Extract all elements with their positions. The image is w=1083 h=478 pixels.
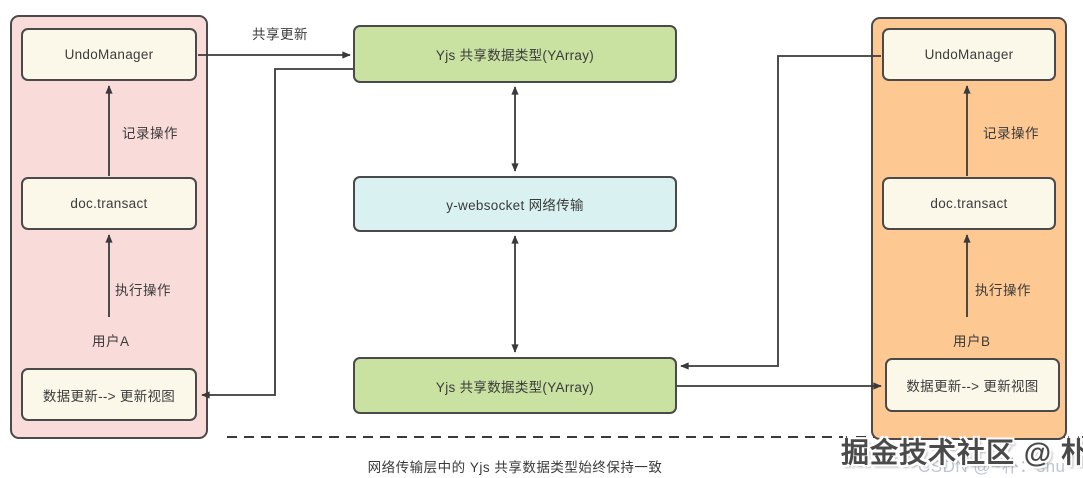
watermark-juejin: 掘金技术社区 @ 朴shu [841, 437, 1083, 468]
user-a-record-ops-label: 记录操作 [122, 126, 178, 141]
user-b-record-ops-label: 记录操作 [983, 126, 1039, 141]
user-b-execute-ops-label: 执行操作 [975, 283, 1031, 298]
arrow-b-undomanager-to-yarray-bottom [680, 55, 881, 370]
watermark-csdn: CSDN @~朴：shu [918, 457, 1066, 476]
arrow-yarray-top-to-a-view [201, 68, 353, 399]
user-b-data-update-label: 数据更新--> 更新视图 [906, 379, 1039, 394]
diagram-caption: 网络传输层中的 Yjs 共享数据类型始终保持一致 [367, 460, 663, 475]
user-a-label: 用户A [92, 334, 130, 349]
user-b-undomanager-label: UndoManager [924, 47, 1014, 62]
user-a-undomanager-label: UndoManager [64, 47, 154, 62]
user-a-data-update-label: 数据更新--> 更新视图 [42, 388, 176, 404]
user-b-data-update-box: 数据更新--> 更新视图 [885, 358, 1060, 412]
user-b-label: 用户B [953, 334, 991, 349]
user-b-doc-transact-box: doc.transact [882, 177, 1056, 230]
yarray-bottom-box: Yjs 共享数据类型(YArray) [353, 357, 677, 414]
yarray-bottom-label: Yjs 共享数据类型(YArray) [435, 379, 595, 395]
yarray-top-label: Yjs 共享数据类型(YArray) [435, 48, 595, 63]
user-b-doc-transact-label: doc.transact [930, 196, 1008, 211]
user-a-doc-transact-box: doc.transact [21, 177, 197, 230]
user-b-undomanager-box: UndoManager [882, 28, 1056, 81]
websocket-label: y-websocket 网络传输 [446, 198, 584, 213]
user-a-execute-ops-label: 执行操作 [115, 283, 171, 298]
user-a-data-update-box: 数据更新--> 更新视图 [21, 368, 197, 421]
yarray-top-box: Yjs 共享数据类型(YArray) [353, 25, 677, 83]
user-a-undomanager-box: UndoManager [21, 28, 197, 81]
share-update-edge-label: 共享更新 [252, 27, 308, 42]
user-a-doc-transact-label: doc.transact [70, 196, 148, 211]
websocket-box: y-websocket 网络传输 [353, 176, 677, 232]
